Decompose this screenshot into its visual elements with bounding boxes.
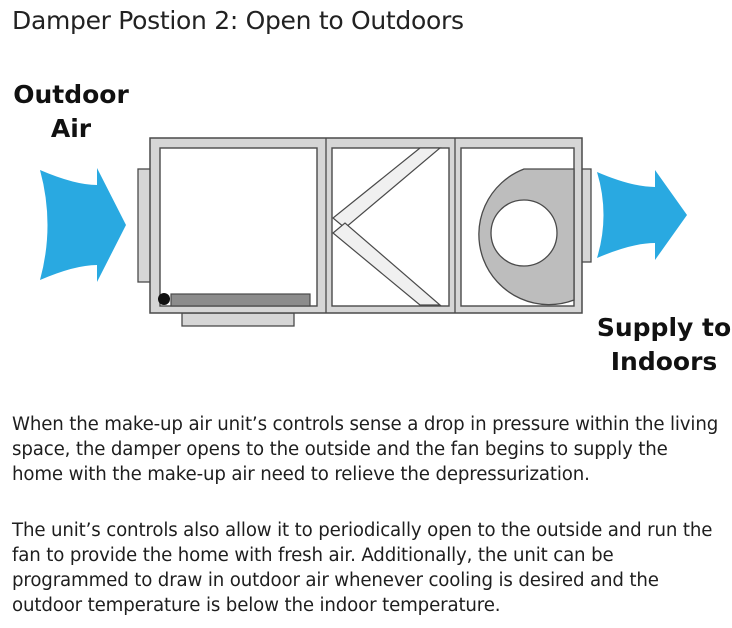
outflow-arrow xyxy=(597,170,687,260)
air-unit-diagram xyxy=(40,137,687,327)
filter-lower xyxy=(332,222,442,306)
inlet-flange xyxy=(137,168,152,283)
outdoor-air-label-line1: Outdoor xyxy=(13,80,129,109)
outdoor-air-label: Outdoor Air xyxy=(8,78,134,146)
damper-blade xyxy=(170,293,311,307)
supply-indoors-label-line2: Indoors xyxy=(610,347,718,376)
supply-indoors-label-line1: Supply to xyxy=(596,313,732,342)
damper-pivot xyxy=(158,293,170,305)
supply-indoors-label: Supply to Indoors xyxy=(592,311,732,379)
page-title: Damper Postion 2: Open to Outdoors xyxy=(12,6,464,35)
damper-chamber xyxy=(159,147,318,307)
bottom-mount-tab xyxy=(181,312,295,327)
description-paragraph-2: The unit’s controls also allow it to per… xyxy=(12,520,713,616)
outdoor-air-label-line2: Air xyxy=(50,114,92,143)
fan-wheel xyxy=(490,199,558,267)
description-paragraph-1: When the make-up air unit’s controls sen… xyxy=(12,414,719,485)
inflow-arrow xyxy=(40,168,126,282)
